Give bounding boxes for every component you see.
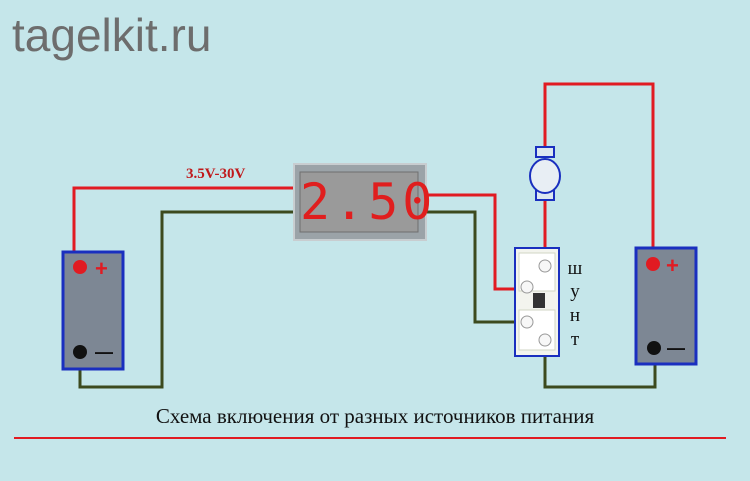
shunt-screw-4: [538, 333, 552, 347]
shunt-screw-2: [520, 280, 534, 294]
battery-right-negative-terminal: [647, 341, 661, 355]
shunt-letter-3: н: [569, 305, 581, 326]
wire-meter-to-shunt-bottom: [425, 210, 527, 324]
shunt-screw-3: [520, 315, 534, 329]
battery-left-plus-sign: +: [95, 256, 108, 281]
shunt-block: [514, 247, 560, 357]
battery-left-positive-terminal: [73, 260, 87, 274]
battery-left: + —: [61, 250, 125, 371]
battery-right-minus-sign: —: [667, 338, 685, 358]
battery-right-positive-terminal: [646, 257, 660, 271]
motor-icon: [529, 146, 561, 201]
battery-right: + —: [634, 246, 698, 366]
battery-right-plus-sign: +: [666, 253, 679, 278]
shunt-screw-1: [538, 259, 552, 273]
site-title: tagelkit.ru: [12, 9, 212, 61]
wire-motor-to-right-positive: [543, 82, 655, 264]
wire-meter-to-shunt-top: [425, 193, 527, 291]
shunt-letter-2: у: [570, 281, 580, 302]
battery-left-negative-terminal: [73, 345, 87, 359]
meter-display: 2.50: [300, 173, 437, 231]
voltage-range-label: 3.5V-30V: [186, 166, 246, 182]
battery-left-minus-sign: —: [95, 342, 113, 362]
shunt-letter-1: ш: [567, 258, 583, 279]
wire-left-negative: [78, 210, 300, 389]
wire-shunt-to-right-negative: [543, 345, 657, 389]
diagram-caption: Схема включения от разных источников пит…: [155, 404, 595, 428]
shunt-letter-4: т: [570, 329, 580, 350]
voltmeter-module: [293, 163, 427, 241]
